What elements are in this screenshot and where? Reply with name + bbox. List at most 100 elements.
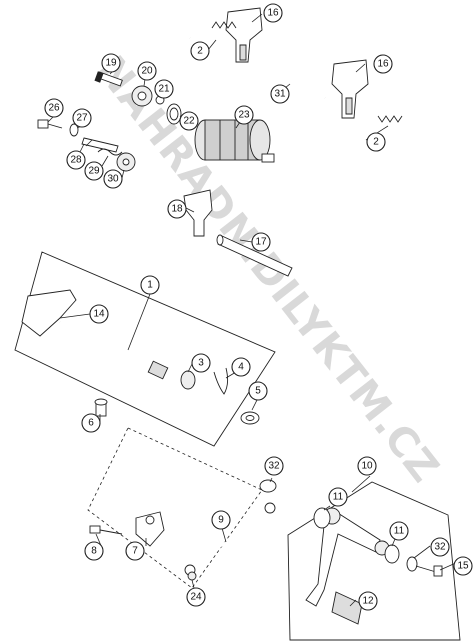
bushing-11-b xyxy=(384,544,400,564)
callout-32-upper: 32 xyxy=(264,456,284,476)
callout-20: 20 xyxy=(137,61,157,81)
svg-text:3: 3 xyxy=(198,358,204,369)
shift-fork-16-lower xyxy=(331,59,369,119)
washer-27 xyxy=(69,123,79,137)
callout-31: 31 xyxy=(270,84,290,104)
svg-text:6: 6 xyxy=(88,418,94,429)
svg-text:15: 15 xyxy=(457,561,469,572)
svg-text:2: 2 xyxy=(373,137,379,148)
svg-text:22: 22 xyxy=(183,116,195,127)
callout-27: 27 xyxy=(72,108,92,128)
callout-12: 12 xyxy=(358,591,378,611)
callout-29: 29 xyxy=(84,161,104,181)
svg-text:31: 31 xyxy=(274,89,286,100)
callout-2-lower: 2 xyxy=(366,132,386,152)
washer-5 xyxy=(240,411,260,425)
svg-text:4: 4 xyxy=(238,362,244,373)
svg-text:29: 29 xyxy=(88,166,100,177)
shift-drum xyxy=(194,119,275,163)
callout-8: 8 xyxy=(84,541,104,561)
svg-text:21: 21 xyxy=(158,84,170,95)
roller-3 xyxy=(180,370,196,390)
callout-9: 9 xyxy=(211,510,231,530)
callout-16-upper: 16 xyxy=(263,3,283,23)
svg-text:20: 20 xyxy=(141,66,153,77)
callout-4: 4 xyxy=(231,357,251,377)
callout-7: 7 xyxy=(125,541,145,561)
svg-text:11: 11 xyxy=(394,526,405,537)
callout-30: 30 xyxy=(103,169,123,189)
callout-14: 14 xyxy=(89,304,109,324)
callout-5: 5 xyxy=(248,381,268,401)
shift-lever-7 xyxy=(135,511,165,547)
callout-1: 1 xyxy=(140,275,160,295)
svg-text:5: 5 xyxy=(255,386,261,397)
washer-32-upper xyxy=(259,479,277,493)
spring-2-upper xyxy=(211,21,237,29)
callout-17: 17 xyxy=(251,232,271,252)
svg-text:32: 32 xyxy=(268,461,280,472)
shift-fork-18 xyxy=(183,189,213,237)
svg-text:16: 16 xyxy=(267,8,279,19)
svg-text:11: 11 xyxy=(333,492,344,503)
ball-joint-24 xyxy=(187,571,197,581)
screw-26 xyxy=(37,119,63,129)
shift-fork-16-upper xyxy=(225,7,263,63)
callout-21: 21 xyxy=(154,79,174,99)
watermark-text: NAHRADNIDILYKTM.CZ xyxy=(87,48,448,492)
svg-text:28: 28 xyxy=(70,155,82,166)
callout-16-lower: 16 xyxy=(373,54,393,74)
svg-text:2: 2 xyxy=(197,46,203,57)
callout-3: 3 xyxy=(191,353,211,373)
shift-lever-assembly-box xyxy=(287,481,461,641)
shift-linkage-box xyxy=(87,427,263,589)
svg-text:30: 30 xyxy=(107,174,119,185)
callout-24: 24 xyxy=(186,587,206,607)
svg-text:32: 32 xyxy=(434,542,446,553)
svg-text:18: 18 xyxy=(171,204,183,215)
bolt-19 xyxy=(94,71,123,87)
pin-6 xyxy=(94,398,108,417)
svg-text:8: 8 xyxy=(91,546,97,557)
star-wheel-30 xyxy=(116,152,136,172)
svg-text:24: 24 xyxy=(190,592,202,603)
shift-rod-9 xyxy=(184,502,276,576)
callout-6: 6 xyxy=(81,413,101,433)
bolt-15 xyxy=(415,565,443,577)
callout-23: 23 xyxy=(234,105,254,125)
callout-28: 28 xyxy=(66,150,86,170)
svg-text:26: 26 xyxy=(48,103,60,114)
callout-26: 26 xyxy=(44,98,64,118)
svg-text:9: 9 xyxy=(218,515,224,526)
fork-shaft-17 xyxy=(216,234,293,277)
callout-2-upper: 2 xyxy=(190,41,210,61)
spring-2-lower xyxy=(377,115,403,123)
svg-text:16: 16 xyxy=(377,59,389,70)
svg-text:23: 23 xyxy=(238,110,250,121)
callout-32-lower: 32 xyxy=(430,537,450,557)
svg-text:10: 10 xyxy=(361,461,373,472)
svg-text:12: 12 xyxy=(362,596,374,607)
svg-text:19: 19 xyxy=(105,58,117,69)
callout-11-b: 11 xyxy=(389,521,409,541)
spring-4 xyxy=(213,367,229,395)
spring-29 xyxy=(97,148,123,156)
shift-pedal-rubber-12 xyxy=(331,591,363,625)
shift-shaft-1 xyxy=(21,289,183,382)
shift-rail-upper xyxy=(189,36,326,100)
svg-text:14: 14 xyxy=(93,309,105,320)
shift-drum-locating-20 xyxy=(131,85,153,107)
callout-11-a: 11 xyxy=(328,487,348,507)
callout-18: 18 xyxy=(167,199,187,219)
svg-text:27: 27 xyxy=(76,113,88,124)
callout-19: 19 xyxy=(101,53,121,73)
seal-22 xyxy=(166,103,182,125)
svg-text:1: 1 xyxy=(147,280,153,291)
washer-32-lower xyxy=(406,556,418,572)
svg-text:7: 7 xyxy=(132,546,138,557)
callout-22: 22 xyxy=(179,111,199,131)
bushing-11-a xyxy=(313,507,331,529)
callout-10: 10 xyxy=(357,456,377,476)
bolt-8 xyxy=(89,525,123,535)
